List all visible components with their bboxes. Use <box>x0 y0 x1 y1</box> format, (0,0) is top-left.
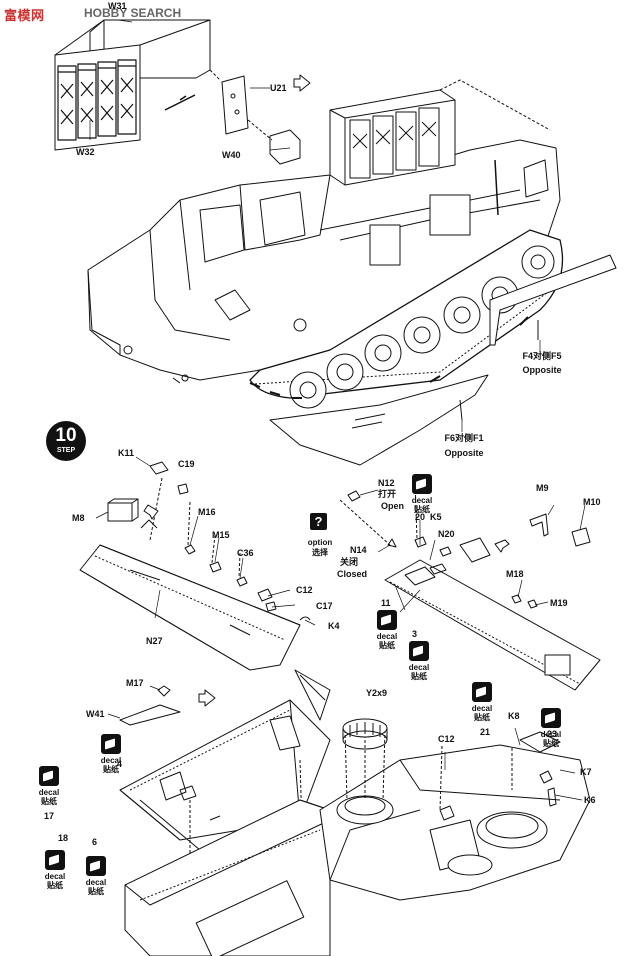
part-label-m9: M9 <box>536 483 549 493</box>
panel-right <box>339 479 601 691</box>
step-number: 10 <box>55 425 77 446</box>
part-label-n20: N20 <box>438 529 455 539</box>
direction-arrow <box>143 504 159 520</box>
part-label-m10: M10 <box>583 497 601 507</box>
part-label-k5: K5 <box>430 512 442 522</box>
part-label-w41: W41 <box>86 709 105 719</box>
part-label-c36: C36 <box>237 548 254 558</box>
part-label-m8: M8 <box>72 513 85 523</box>
part-label-f4: F4对侧F5 <box>522 351 562 361</box>
decal-icon <box>86 856 106 876</box>
note-option-cn: 选择 <box>312 548 328 557</box>
track-assembly <box>249 229 564 409</box>
decal-icon <box>409 641 429 661</box>
part-label-u21: U21 <box>270 83 287 93</box>
fender-f6 <box>269 374 489 466</box>
note-open-cn: 打开 <box>378 489 397 499</box>
decal-number-21: 21 <box>480 727 491 737</box>
stowage-box-assembly <box>54 19 301 165</box>
part-label-k7: K7 <box>580 767 592 777</box>
part-label-f6: F6对侧F1 <box>444 433 484 443</box>
part-label-w40: W40 <box>222 150 241 160</box>
ring-y2x9 <box>342 718 388 750</box>
part-label-m15: M15 <box>212 530 230 540</box>
decal-number-23: 23 <box>547 729 558 739</box>
question-icon: ? <box>310 513 327 530</box>
direction-arrow <box>293 74 311 92</box>
part-label-c12-upper: C12 <box>296 585 313 595</box>
part-label-k11: K11 <box>118 448 135 458</box>
note-opposite-f6: Opposite <box>444 448 484 458</box>
decal-icon <box>472 682 492 702</box>
vehicle-hull <box>87 139 561 382</box>
part-label-n12: N12 <box>378 478 395 488</box>
decal-number-20: 20 <box>415 512 426 522</box>
part-label-m19: M19 <box>550 598 568 608</box>
note-open-en: Open <box>381 501 405 511</box>
part-label-c17: C17 <box>316 601 333 611</box>
note-option-en: option <box>307 538 333 547</box>
decal-number-3: 3 <box>412 629 418 639</box>
part-label-m16: M16 <box>198 507 216 517</box>
part-label-y2x9: Y2x9 <box>366 688 388 698</box>
part-label-n27: N27 <box>146 636 163 646</box>
panel-w41 <box>119 669 331 880</box>
step-word: STEP <box>56 447 76 454</box>
note-opposite-f4: Opposite <box>522 365 562 375</box>
decal-number-4: 4 <box>117 759 123 769</box>
panel-n27 <box>79 461 311 671</box>
decal-icon <box>45 850 65 870</box>
watermark-text: HOBBY SEARCH <box>84 6 182 20</box>
decal-icon <box>101 734 121 754</box>
step-badge: 10 STEP <box>46 421 86 461</box>
part-label-n14: N14 <box>350 545 367 555</box>
part-label-k8: K8 <box>508 711 520 721</box>
hull-stowage-boxes <box>329 79 551 186</box>
part-label-m17: M17 <box>126 678 144 688</box>
note-closed-cn: 关闭 <box>340 557 359 567</box>
direction-arrow <box>494 539 510 553</box>
watermark-brand: 富模网 <box>4 8 45 23</box>
decal-icon <box>39 766 59 786</box>
note-closed-en: Closed <box>337 569 368 579</box>
direction-arrow <box>198 689 216 707</box>
decal-number-18: 18 <box>58 833 69 843</box>
part-label-c19: C19 <box>178 459 195 469</box>
decal-number-17: 17 <box>44 811 55 821</box>
decal-icon <box>412 474 432 494</box>
part-label-k4: K4 <box>328 621 340 631</box>
hull-bottom-right <box>319 729 591 901</box>
decal-number-11: 11 <box>381 598 391 608</box>
part-label-m18: M18 <box>506 569 524 579</box>
decal-icon <box>377 610 397 630</box>
lower-hull-plate <box>124 799 331 956</box>
decal-icon <box>541 708 561 728</box>
fender-f4 <box>489 254 617 346</box>
part-label-w32: W32 <box>76 147 95 157</box>
decal-number-6: 6 <box>92 837 98 847</box>
part-label-c12-lower: C12 <box>438 734 455 744</box>
part-label-k6: K6 <box>584 795 596 805</box>
part-label-w31: W31 <box>108 1 127 11</box>
